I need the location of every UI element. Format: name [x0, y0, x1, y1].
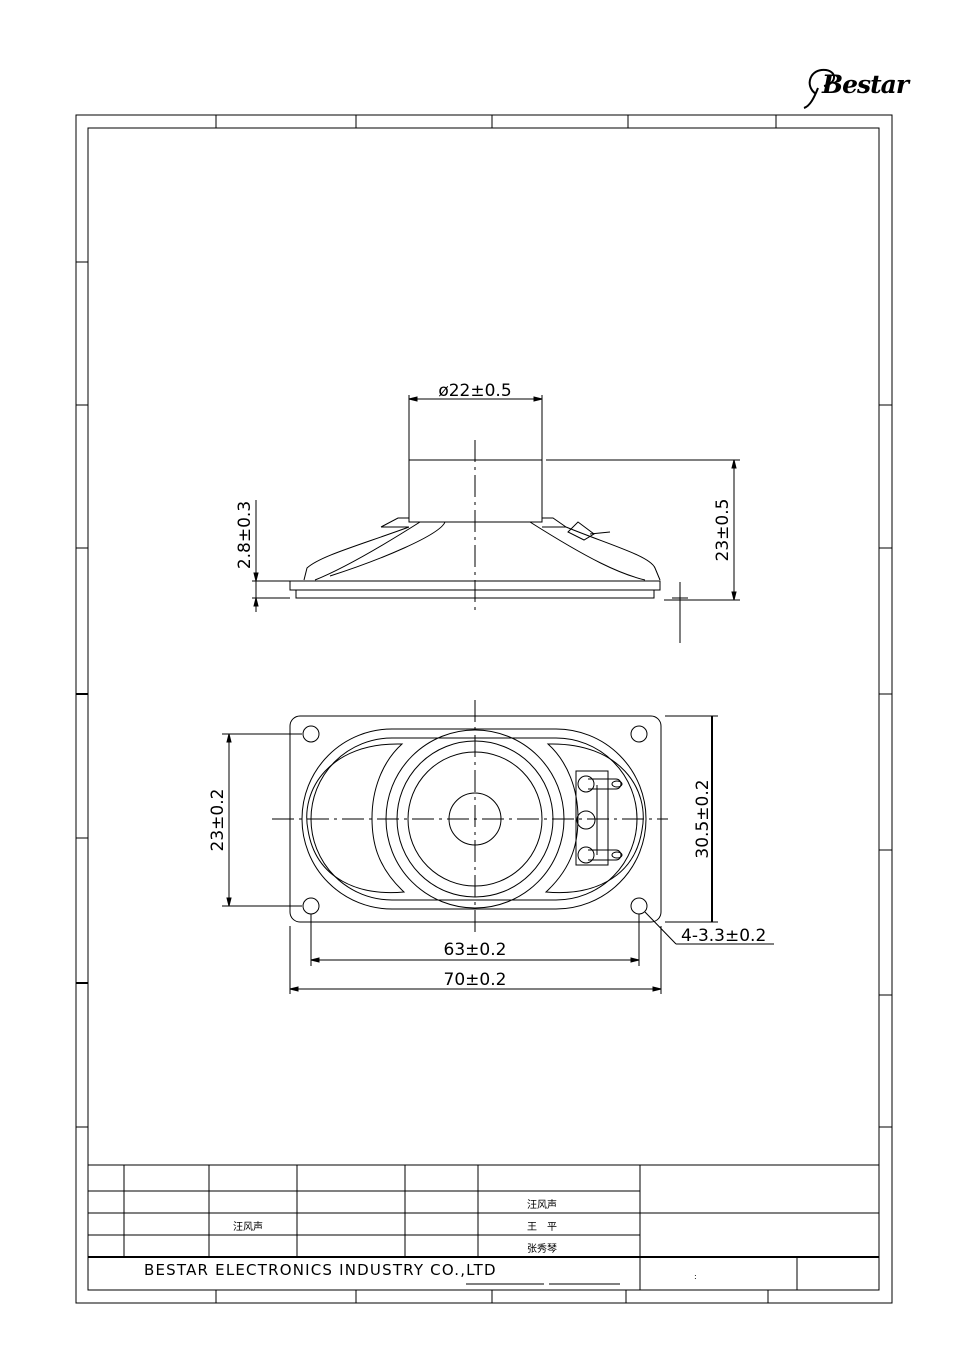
terminal-tab-bottom	[588, 849, 622, 861]
right-crescent	[544, 743, 644, 894]
dim-hole-pitch-horizontal	[310, 914, 640, 966]
terminal-block	[575, 770, 609, 866]
bestar-logo: Bestar	[800, 64, 909, 112]
label-overall-height: 30.5±0.2	[693, 779, 713, 858]
outer-frame	[75, 114, 893, 1304]
dim-flange-right	[672, 582, 688, 643]
label-height: 23±0.5	[713, 499, 733, 562]
racetrack-outer	[301, 728, 647, 910]
colon-mark: :	[694, 1272, 697, 1281]
dim-overall-height	[665, 715, 718, 923]
terminal-tab-top	[588, 778, 622, 790]
label-diameter: ø22±0.5	[438, 381, 511, 401]
left-crescent	[306, 743, 406, 894]
checked-by-name: 王 平	[527, 1222, 557, 1233]
bestar-logo-swirl	[803, 68, 835, 109]
terminal-lug	[567, 521, 595, 541]
dim-overall-width	[289, 926, 662, 994]
hole-tl	[302, 725, 320, 743]
dim-hole-pitch-vertical	[222, 733, 302, 907]
label-holes: 4-3.3±0.2	[681, 926, 766, 946]
racetrack-inner	[310, 737, 638, 901]
label-thickness: 2.8±0.3	[235, 501, 255, 569]
dim-thickness	[252, 500, 290, 612]
company-name: BESTAR ELECTRONICS INDUSTRY CO.,LTD	[144, 1261, 497, 1279]
logo-text: Bestar	[822, 70, 909, 99]
hole-br	[630, 897, 648, 915]
title-block	[88, 1164, 879, 1290]
zone-ticks	[76, 115, 892, 1303]
inner-frame	[87, 127, 880, 1291]
label-overall-width: 70±0.2	[444, 970, 507, 990]
label-hole-pitch-vertical: 23±0.2	[208, 789, 228, 852]
hole-tr	[630, 725, 648, 743]
dim-height	[546, 459, 740, 601]
designer-name: 汪风声	[527, 1200, 557, 1211]
front-view	[272, 700, 668, 935]
dim-diameter	[408, 395, 543, 460]
hole-bl	[302, 897, 320, 915]
label-hole-pitch-horizontal: 63±0.2	[444, 940, 507, 960]
cone-left-outer	[303, 526, 410, 581]
cone-right-outer	[565, 526, 661, 581]
drawn-by-name: 汪风声	[233, 1222, 263, 1233]
side-view	[289, 440, 661, 615]
approved-by-name: 张秀琴	[527, 1244, 557, 1255]
